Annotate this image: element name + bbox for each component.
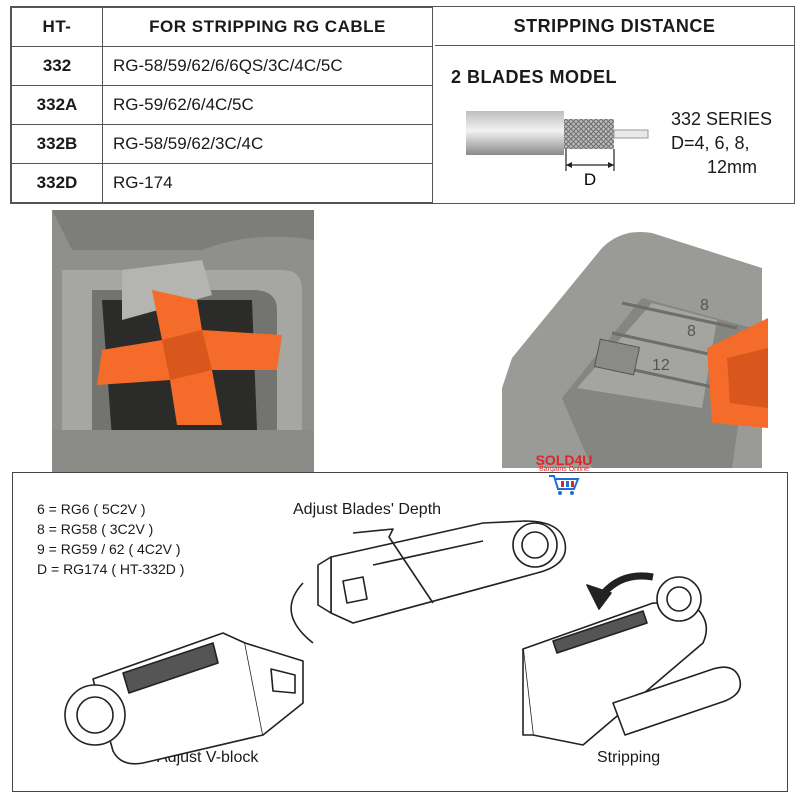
cable-jacket [466, 111, 564, 155]
model-table: HT- FOR STRIPPING RG CABLE 332 RG-58/59/… [11, 7, 433, 203]
series-block: 332 SERIES D=4, 6, 8, 12mm [671, 107, 772, 179]
cable-types: RG-58/59/62/3C/4C [102, 124, 433, 164]
tool-depth-adjust-drawing [317, 520, 567, 624]
series-label: 332 SERIES [671, 109, 773, 129]
instruction-illustrations [64, 520, 742, 765]
stripping-distance-header: STRIPPING DISTANCE [435, 7, 794, 46]
cable-legend: 6 = RG6 ( 5C2V ) 8 = RG58 ( 3C2V ) 9 = R… [37, 499, 184, 579]
table-row: 332 RG-58/59/62/6/6QS/3C/4C/5C [11, 46, 433, 86]
cable-drawing [612, 666, 742, 736]
scale-mark: 12 [652, 357, 670, 374]
table-row: 332A RG-59/62/6/4C/5C [11, 85, 433, 125]
watermark-tagline: Bargains Online [539, 466, 589, 473]
watermark-brand: SOLD4U [535, 452, 593, 468]
stripping-arrow [586, 584, 612, 610]
distances-line-2: 12mm [707, 157, 758, 177]
cable-strip-diagram: D [466, 111, 649, 189]
blades-model-label: 2 BLADES MODEL [451, 67, 618, 87]
cable-types: RG-59/62/6/4C/5C [102, 85, 433, 125]
col-header-model: HT- [11, 7, 103, 47]
table-row: 332B RG-58/59/62/3C/4C [11, 124, 433, 164]
watermark: SOLD4U Bargains Online [524, 452, 604, 502]
table-header-row: HT- FOR STRIPPING RG CABLE [11, 7, 433, 47]
legend-item: 9 = RG59 / 62 ( 4C2V ) [37, 541, 181, 557]
adjust-depth-caption: Adjust Blades' Depth [293, 501, 442, 518]
model-code: 332B [11, 124, 103, 164]
cable-types: RG-58/59/62/6/6QS/3C/4C/5C [102, 46, 433, 86]
table-row: 332D RG-174 [11, 163, 433, 203]
shopping-cart-icon [549, 475, 580, 495]
cable-braid [564, 119, 614, 149]
cable-types: RG-174 [102, 163, 433, 203]
tool-photo-side: 8 8 12 [502, 208, 768, 468]
legend-item: D = RG174 ( HT-332D ) [37, 561, 185, 577]
dimension-d-label: D [584, 170, 596, 189]
model-code: 332 [11, 46, 103, 86]
scale-mark: 8 [700, 297, 709, 314]
rotate-arrow [290, 582, 314, 644]
spec-panel: HT- FOR STRIPPING RG CABLE 332 RG-58/59/… [10, 6, 795, 204]
stripping-caption: Stripping [597, 749, 661, 766]
instructions-panel: 6 = RG6 ( 5C2V ) 8 = RG58 ( 3C2V ) 9 = R… [12, 472, 788, 792]
cable-conductor [613, 129, 649, 139]
model-code: 332D [11, 163, 103, 203]
scale-mark: 8 [687, 323, 696, 340]
legend-item: 6 = RG6 ( 5C2V ) [37, 501, 146, 517]
col-header-cable: FOR STRIPPING RG CABLE [102, 7, 433, 47]
model-code: 332A [11, 85, 103, 125]
tool-stripping-drawing [522, 576, 742, 746]
legend-item: 8 = RG58 ( 3C2V ) [37, 521, 154, 537]
tool-vblock-drawing [64, 632, 304, 765]
distances-line-1: D=4, 6, 8, [671, 133, 750, 153]
tool-photo-front [52, 210, 314, 472]
